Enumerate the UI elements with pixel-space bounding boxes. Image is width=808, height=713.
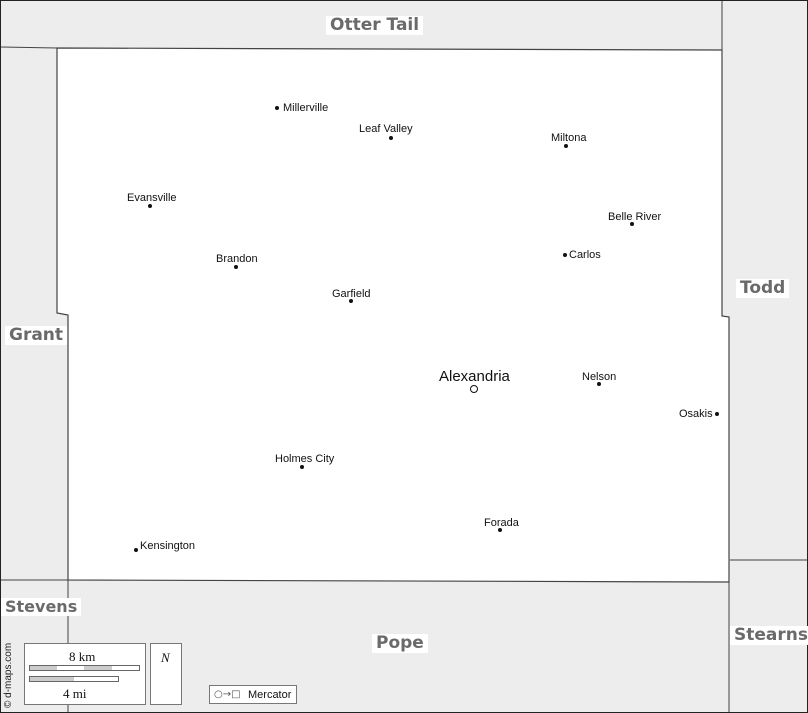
county-seat-marker	[470, 385, 478, 393]
town-marker-garfield	[349, 299, 353, 303]
projection-icon: ○→□	[214, 689, 241, 700]
town-label-forada: Forada	[484, 517, 519, 529]
scale-bar: 8 km 4 mi	[24, 643, 146, 705]
north-indicator: N	[150, 643, 182, 705]
county-seat-label: Alexandria	[439, 368, 510, 385]
town-label-brandon: Brandon	[216, 253, 258, 265]
town-label-nelson: Nelson	[582, 371, 617, 383]
town-label-belle-river: Belle River	[608, 211, 662, 223]
county-label-pope: Pope	[372, 634, 428, 653]
town-marker-belle-river	[630, 222, 634, 226]
scale-km-bar	[29, 665, 140, 671]
town-marker-forada	[498, 528, 502, 532]
town-marker-miltona	[564, 144, 568, 148]
projection-label: Mercator	[248, 689, 292, 701]
town-label-leaf-valley: Leaf Valley	[359, 123, 413, 135]
town-label-miltona: Miltona	[551, 132, 587, 144]
map-credit: © d-maps.com	[3, 642, 14, 708]
county-label-stevens: Stevens	[1, 598, 82, 616]
town-label-holmes-city: Holmes City	[275, 453, 335, 465]
scale-mi-bar	[29, 676, 119, 682]
scale-km-label: 8 km	[69, 649, 96, 664]
town-marker-kensington	[134, 548, 138, 552]
town-label-garfield: Garfield	[332, 288, 371, 300]
county-label-todd: Todd	[736, 279, 790, 298]
scale-mi-label: 4 mi	[63, 686, 87, 701]
town-label-carlos: Carlos	[569, 249, 601, 261]
douglas-county-shape	[56, 47, 730, 583]
town-label-kensington: Kensington	[140, 540, 196, 552]
town-marker-evansville	[148, 204, 152, 208]
town-marker-carlos	[563, 253, 567, 257]
town-label-millerville: Millerville	[283, 102, 329, 114]
town-label-evansville: Evansville	[127, 192, 177, 204]
county-label-stearns: Stearns	[730, 626, 808, 645]
town-marker-osakis	[715, 412, 719, 416]
town-marker-brandon	[234, 265, 238, 269]
town-marker-millerville	[275, 106, 279, 110]
town-marker-leaf-valley	[389, 136, 393, 140]
town-label-osakis: Osakis	[679, 408, 713, 420]
projection-note: ○→□ Mercator	[209, 685, 297, 704]
north-label: N	[161, 650, 170, 665]
town-marker-nelson	[597, 382, 601, 386]
town-marker-holmes-city	[300, 465, 304, 469]
county-label-grant: Grant	[5, 326, 68, 345]
county-label-otter-tail: Otter Tail	[326, 16, 424, 35]
